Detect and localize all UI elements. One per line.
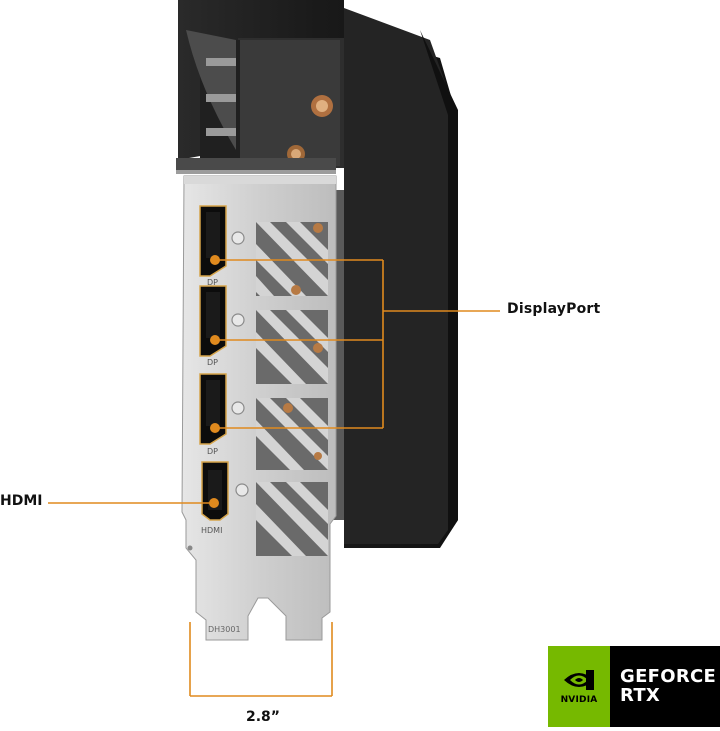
nvidia-eye-icon [564, 670, 594, 690]
badge-line-geforce: GEFORCE [620, 665, 717, 687]
port-mark-dp-3: DP [207, 447, 218, 456]
geforce-rtx-badge: NVIDIA GEFORCE RTX [548, 646, 720, 727]
port-mark-dp-2: DP [207, 358, 218, 367]
displayport-label: DisplayPort [507, 301, 601, 317]
displayport-3[interactable] [199, 373, 227, 445]
screw-icon [231, 231, 249, 497]
width-dimension-label: 2.8” [246, 709, 281, 725]
nvidia-logo: NVIDIA [548, 646, 610, 727]
hdmi-port[interactable] [201, 461, 229, 521]
bracket-vents [256, 222, 328, 556]
displayport-2[interactable] [199, 285, 227, 357]
io-bracket: DP DP DP HDMI DH3001 [181, 175, 337, 641]
hdmi-label: HDMI [0, 493, 43, 509]
nvidia-wordmark: NVIDIA [560, 695, 598, 705]
callout-dots [209, 255, 220, 508]
callout-lines [48, 259, 500, 697]
bracket-stamp: DH3001 [208, 625, 241, 634]
displayport-1[interactable] [199, 205, 227, 277]
port-mark-dp-1: DP [207, 278, 218, 287]
badge-line-rtx: RTX [620, 684, 661, 706]
port-mark-hdmi: HDMI [201, 526, 222, 535]
gpu-shroud [176, 0, 458, 548]
badge-text: GEFORCE RTX [610, 646, 720, 727]
